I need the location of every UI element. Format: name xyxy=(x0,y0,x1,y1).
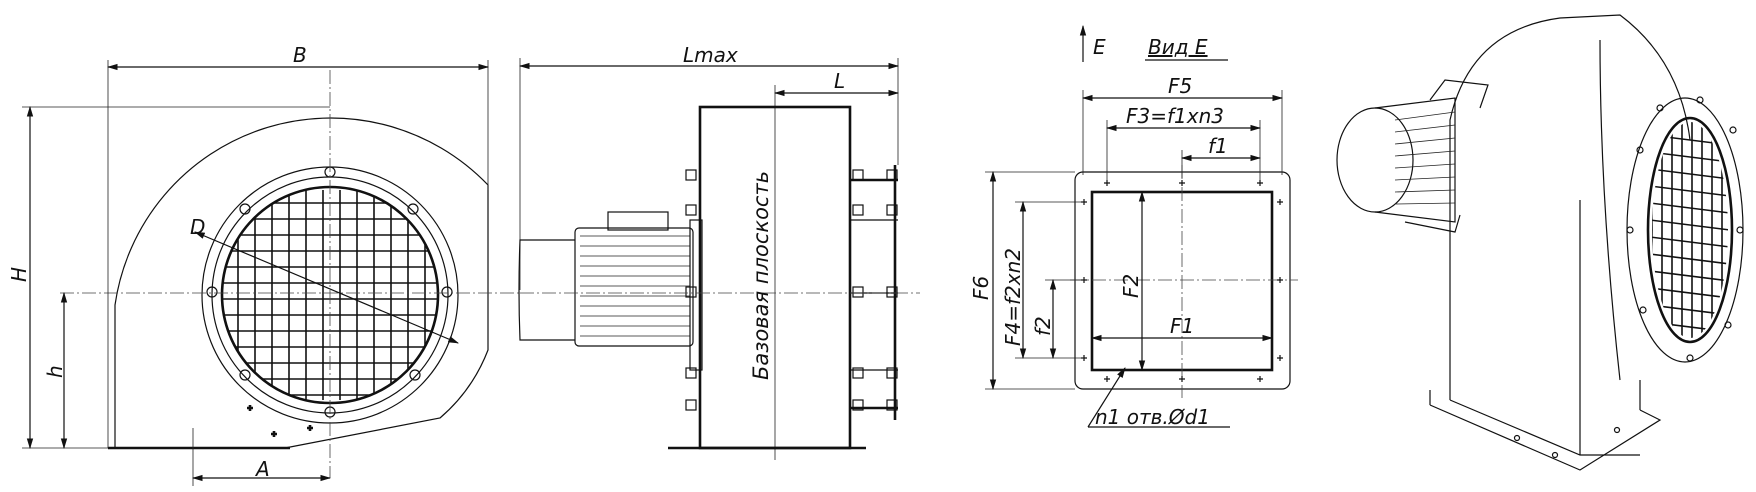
motor-mount-plate xyxy=(689,219,703,371)
motor-end-cap xyxy=(518,239,575,341)
dim-F4-label: F4=f2xn2 xyxy=(1001,248,1025,346)
dim-f2-label: f2 xyxy=(1031,316,1055,336)
iso-base-plate xyxy=(1429,404,1662,471)
base-plane-label: Базовая плоскость xyxy=(749,171,773,380)
flange-plate xyxy=(1074,171,1291,390)
front-view: D B H h A xyxy=(7,43,520,486)
dim-F6-label: F6 xyxy=(969,276,993,300)
dim-H-label: H xyxy=(7,267,31,282)
iso-grille xyxy=(1652,122,1728,338)
iso-flange-bolts xyxy=(1626,96,1744,362)
terminal-box xyxy=(607,211,669,231)
holes-leader xyxy=(1087,367,1126,428)
dim-D-line xyxy=(194,231,459,344)
view-title: Вид Е xyxy=(1148,35,1208,59)
dim-F2-label: F2 xyxy=(1119,274,1143,298)
dim-f1-label: f1 xyxy=(1208,134,1228,158)
side-bolts xyxy=(685,169,898,411)
holes-note: n1 отв.Ød1 xyxy=(1095,405,1210,429)
dim-Lmax-label: Lmax xyxy=(683,43,738,67)
dim-F3-label: F3=f1xn3 xyxy=(1126,104,1224,128)
dim-D-label: D xyxy=(190,215,205,239)
dim-L-label: L xyxy=(834,69,845,93)
iso-terminal-box xyxy=(1429,79,1489,109)
side-view: Lmax L xyxy=(518,43,920,460)
iso-motor-body xyxy=(1374,97,1456,223)
dim-F5-label: F5 xyxy=(1168,74,1192,98)
dim-F1-label: F1 xyxy=(1170,314,1194,338)
iso-motor-endcap xyxy=(1336,107,1414,213)
view-arrow-label: E xyxy=(1093,35,1106,59)
iso-motor-foot xyxy=(1404,214,1461,233)
iso-housing-outline xyxy=(1449,14,1691,400)
dim-h-label: h xyxy=(43,365,67,378)
iso-inlet-ring xyxy=(1646,116,1734,344)
foot-holes xyxy=(247,405,313,437)
motor-body xyxy=(574,227,694,347)
dim-B-label: B xyxy=(293,43,307,67)
motor-fins xyxy=(580,235,690,337)
flange-view: E Вид Е F5 F3=f1xn3 f1 F xyxy=(969,24,1298,429)
dim-A-label: A xyxy=(254,457,270,481)
iso-motor-fins xyxy=(1394,111,1456,205)
isometric-view xyxy=(1336,14,1744,471)
